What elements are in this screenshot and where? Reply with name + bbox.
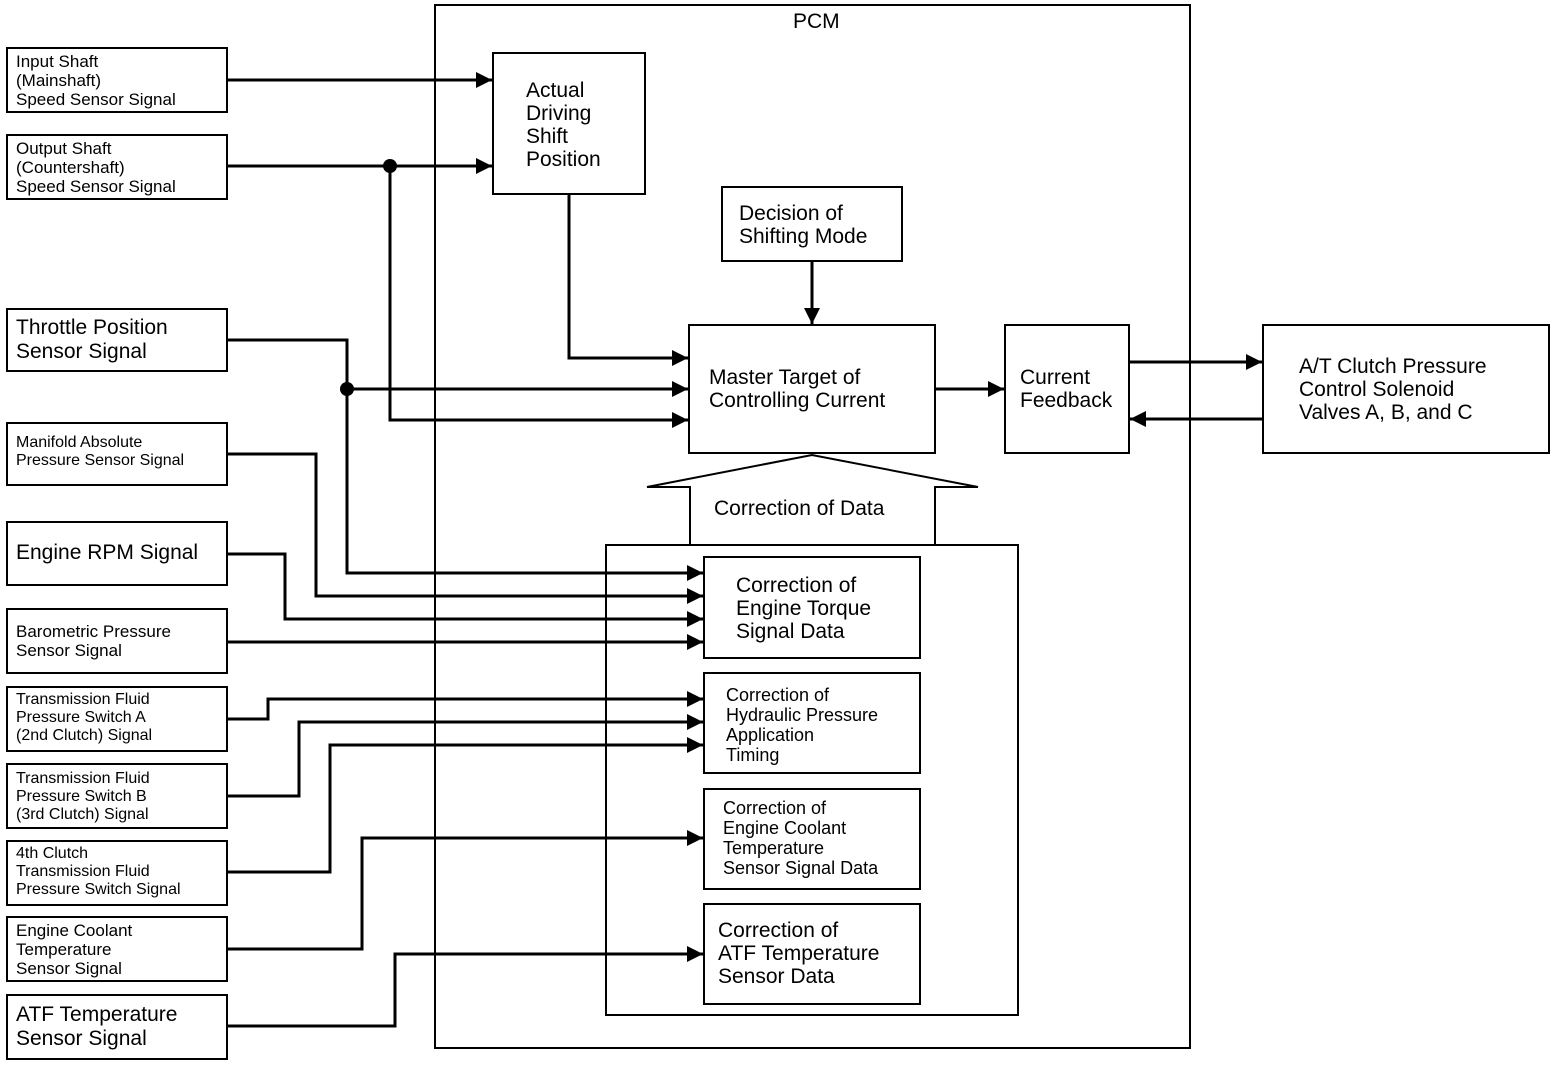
actual-driving-shift-position: Actual Driving Shift Position [492,52,646,195]
input-shaft-speed-signal: Input Shaft (Mainshaft) Speed Sensor Sig… [6,47,228,113]
correction-of-data-label: Correction of Data [714,497,885,520]
junction-dot [383,159,397,173]
wire-output-shaft-branch [388,166,688,428]
pcm-frame [434,4,1191,1049]
correction-hydraulic-pressure-timing: Correction of Hydraulic Pressure Applica… [703,672,921,774]
wire-rpm [228,552,703,627]
wire-tfps-b [228,714,703,798]
correction-data-arrow [646,453,979,545]
correction-engine-torque-signal: Correction of Engine Torque Signal Data [703,556,921,659]
correction-atf-temperature-data: Correction of ATF Temperature Sensor Dat… [703,903,921,1005]
barometric-pressure-signal: Barometric Pressure Sensor Signal [6,608,228,674]
wire-throttle [228,338,703,581]
decision-of-shifting-mode: Decision of Shifting Mode [721,186,903,262]
output-shaft-speed-signal: Output Shaft (Countershaft) Speed Sensor… [6,134,228,200]
wire-coolant [228,830,703,951]
wire-actual-to-master [567,195,688,366]
tfps-a-signal: Transmission Fluid Pressure Switch A (2n… [6,686,228,752]
map-sensor-signal: Manifold Absolute Pressure Sensor Signal [6,422,228,486]
wire-tfps-4th [228,737,703,874]
junction-dot [340,382,354,396]
tfps-b-signal: Transmission Fluid Pressure Switch B (3r… [6,763,228,829]
tfps-4th-signal: 4th Clutch Transmission Fluid Pressure S… [6,840,228,906]
correction-engine-coolant-signal: Correction of Engine Coolant Temperature… [703,788,921,890]
throttle-position-signal: Throttle Position Sensor Signal [6,308,228,372]
wire-tfps-a [228,691,703,721]
wire-map [228,452,703,604]
wire-atf [228,946,703,1028]
engine-rpm-signal: Engine RPM Signal [6,521,228,586]
master-target-controlling-current: Master Target of Controlling Current [688,324,936,454]
engine-coolant-signal: Engine Coolant Temperature Sensor Signal [6,916,228,982]
atf-temperature-signal: ATF Temperature Sensor Signal [6,994,228,1060]
pcm-label: PCM [793,10,840,33]
at-clutch-pressure-solenoid-valves: A/T Clutch Pressure Control Solenoid Val… [1262,324,1550,454]
current-feedback: Current Feedback [1004,324,1130,454]
correction-frame [605,544,1019,1016]
